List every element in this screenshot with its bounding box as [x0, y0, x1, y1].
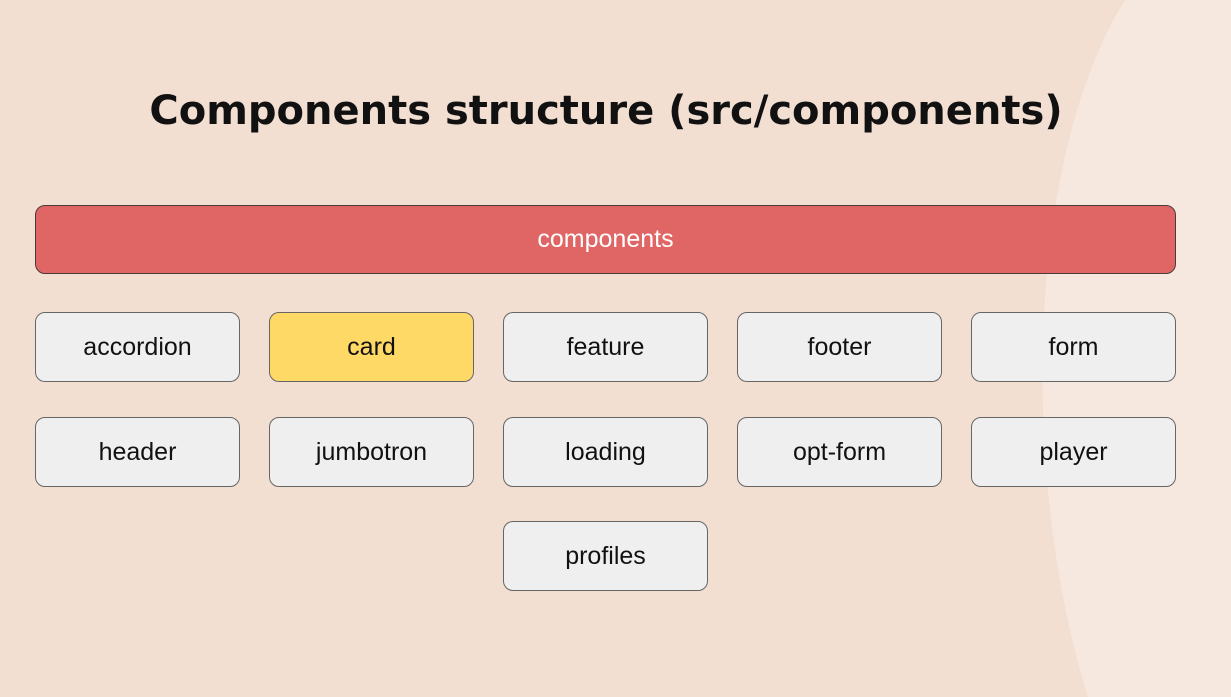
node-accordion: accordion	[35, 312, 240, 382]
page-title: Components structure (src/components)	[149, 88, 1063, 134]
node-header: header	[35, 417, 240, 487]
node-form: form	[971, 312, 1176, 382]
node-loading: loading	[503, 417, 708, 487]
node-feature: feature	[503, 312, 708, 382]
node-player: player	[971, 417, 1176, 487]
node-profiles: profiles	[503, 521, 708, 591]
node-card: card	[269, 312, 474, 382]
node-jumbotron: jumbotron	[269, 417, 474, 487]
root-node-components: components	[35, 205, 1176, 274]
node-opt-form: opt-form	[737, 417, 942, 487]
node-footer: footer	[737, 312, 942, 382]
